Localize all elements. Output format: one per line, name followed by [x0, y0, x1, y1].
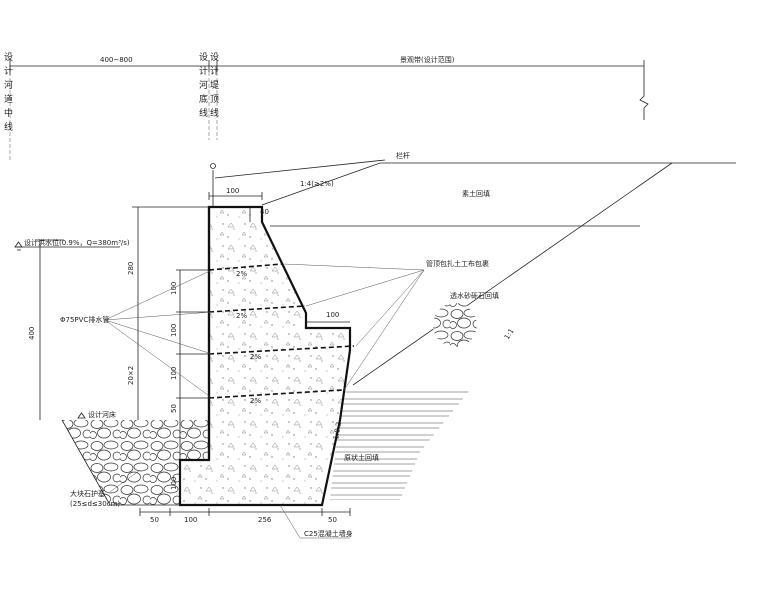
dim-20x2: 20×2 [127, 366, 135, 385]
dike-top-line-label: 设 计 堤 顶 线 [210, 52, 219, 119]
svg-text:计: 计 [210, 65, 219, 77]
svg-text:中: 中 [4, 107, 13, 119]
slope-ratio-label: 1:1 [503, 327, 516, 341]
svg-text:设: 设 [199, 52, 208, 63]
geotextile-callout: 管顶包扎土工布包裹 [283, 259, 489, 391]
dim-b50-right: 50 [328, 516, 337, 524]
bottom-dimensions: 50 100 256 50 [139, 508, 351, 524]
flood-level: 设计洪水位(0.9%，Q=380m³/s) [14, 238, 130, 251]
svg-text:线: 线 [210, 107, 219, 119]
pipe-wrap-label: 管顶包扎土工布包裹 [426, 259, 489, 268]
original-soil [330, 390, 470, 500]
pipe-slope-1: 2% [236, 270, 247, 278]
wall-slope-label: 1:0.2 [332, 421, 343, 440]
dim-100-step: 100 [326, 311, 339, 319]
dim-seg-e: 100 [170, 477, 178, 490]
backfill-lines [261, 162, 736, 386]
riverbed-label: 设计河床 [88, 410, 116, 419]
dim-seg-d: 50 [170, 404, 178, 413]
drain-pipes: 2% 2% 2% 2% [208, 263, 355, 405]
dim-b100: 100 [184, 516, 197, 524]
riprap-toe [61, 419, 210, 506]
dim-400: 400 [28, 327, 36, 340]
dim-seg-b: 100 [170, 324, 178, 337]
original-soil-label: 原状土回填 [344, 453, 379, 462]
wall-body [178, 205, 352, 507]
wall-body-callout: C25混凝土墙身 [279, 504, 353, 539]
river-centerline-label: 设 计 河 道 中 线 [4, 52, 13, 133]
dim-b256: 256 [258, 516, 272, 524]
svg-text:道: 道 [4, 93, 13, 105]
slope-top-label: 1:4(≥2%) [300, 180, 334, 188]
pipe-slope-3: 2% [250, 353, 261, 361]
pipe-slope-4: 2% [250, 397, 261, 405]
title-label: 景观带(设计范围) [400, 55, 455, 64]
svg-text:设: 设 [4, 52, 13, 63]
dim-seg-a: 100 [170, 282, 178, 295]
riverbed-level: 设计河床 [77, 410, 116, 419]
dim-100-top: 100 [226, 187, 239, 195]
drain-pipe-label: Φ75PVC排水管 [60, 315, 109, 324]
svg-text:河: 河 [4, 79, 13, 91]
gravel-symbol [433, 303, 477, 347]
drain-pipe-callout: Φ75PVC排水管 [60, 269, 213, 399]
dim-40: 40 [260, 208, 269, 216]
svg-text:堤: 堤 [210, 80, 219, 91]
reference-lines [9, 72, 218, 160]
railing: 栏杆 [210, 151, 410, 207]
step-dimension: 100 [306, 311, 350, 323]
pipe-slope-2: 2% [236, 312, 247, 320]
riprap-label: 大块石护基 [70, 489, 105, 498]
top-dimension: 400~800 景观带(设计范围) [9, 55, 649, 120]
svg-text:线: 线 [199, 107, 208, 119]
fill-soil-label: 素土回填 [462, 189, 490, 198]
riprap-callout: 大块石护基 (25≤d≤30cm) [70, 469, 141, 508]
riprap-detail: (25≤d≤30cm) [70, 500, 120, 508]
wall-body-label: C25混凝土墙身 [304, 529, 353, 538]
svg-text:河: 河 [199, 79, 208, 91]
svg-text:计: 计 [199, 65, 208, 77]
svg-text:底: 底 [199, 93, 208, 105]
dim-280: 280 [127, 262, 135, 275]
left-dimensions: 400 280 20×2 100 100 100 50 100 [28, 206, 209, 505]
svg-text:设: 设 [210, 52, 219, 63]
flood-level-label: 设计洪水位(0.9%，Q=380m³/s) [24, 238, 130, 247]
gravel-backfill-label: 透水砂砾石回填 [450, 291, 499, 300]
top-width-label: 400~800 [100, 56, 133, 64]
svg-text:顶: 顶 [210, 94, 219, 105]
railing-label: 栏杆 [396, 151, 410, 160]
dim-seg-c: 100 [170, 367, 178, 380]
svg-text:计: 计 [4, 65, 13, 77]
riverbed-line-label: 设 计 河 底 线 [199, 52, 208, 119]
dim-b50-left: 50 [150, 516, 159, 524]
wall-top-dimensions: 100 1:4(≥2%) 40 [208, 180, 334, 222]
svg-text:线: 线 [4, 121, 13, 133]
